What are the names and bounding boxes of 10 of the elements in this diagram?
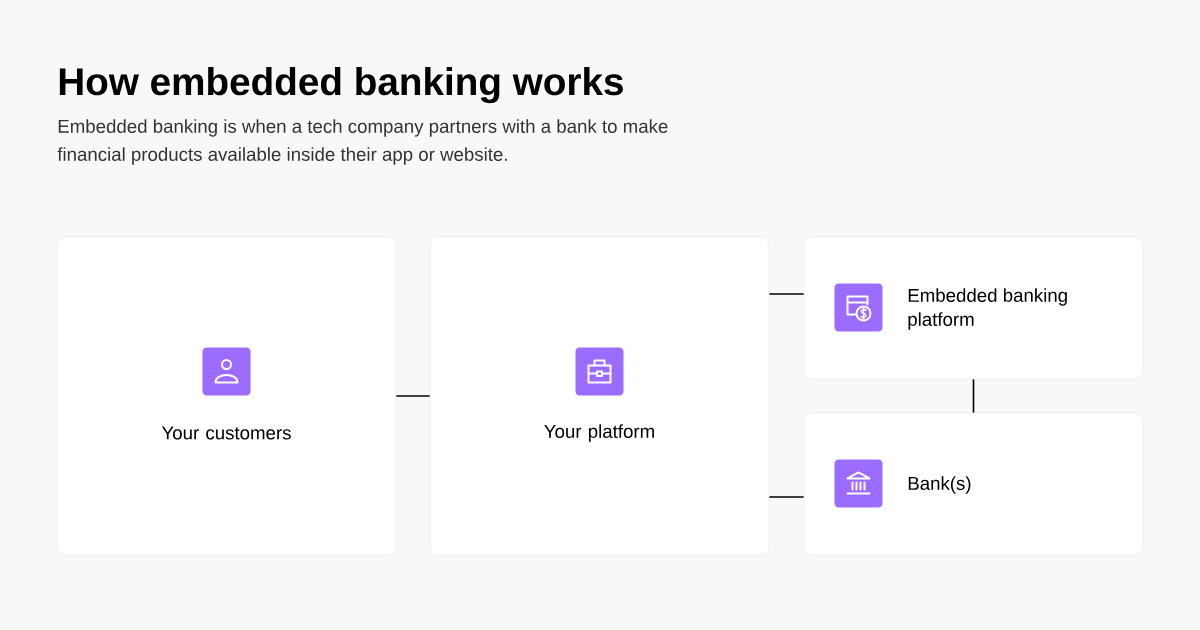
connector-line [768,293,805,295]
card: Your customers [56,236,397,556]
card: Your platform [429,236,770,556]
connector-line [972,378,975,414]
connector-line [768,496,805,498]
card: Bank(s) [803,412,1144,556]
connector-line [395,395,431,397]
title: How embedded banking works [59,66,623,104]
card: Embedded banking platform [803,236,1144,380]
description: Embedded banking is when a tech company partners with a bank to make financial products available inside their app or website. [57,119,668,165]
